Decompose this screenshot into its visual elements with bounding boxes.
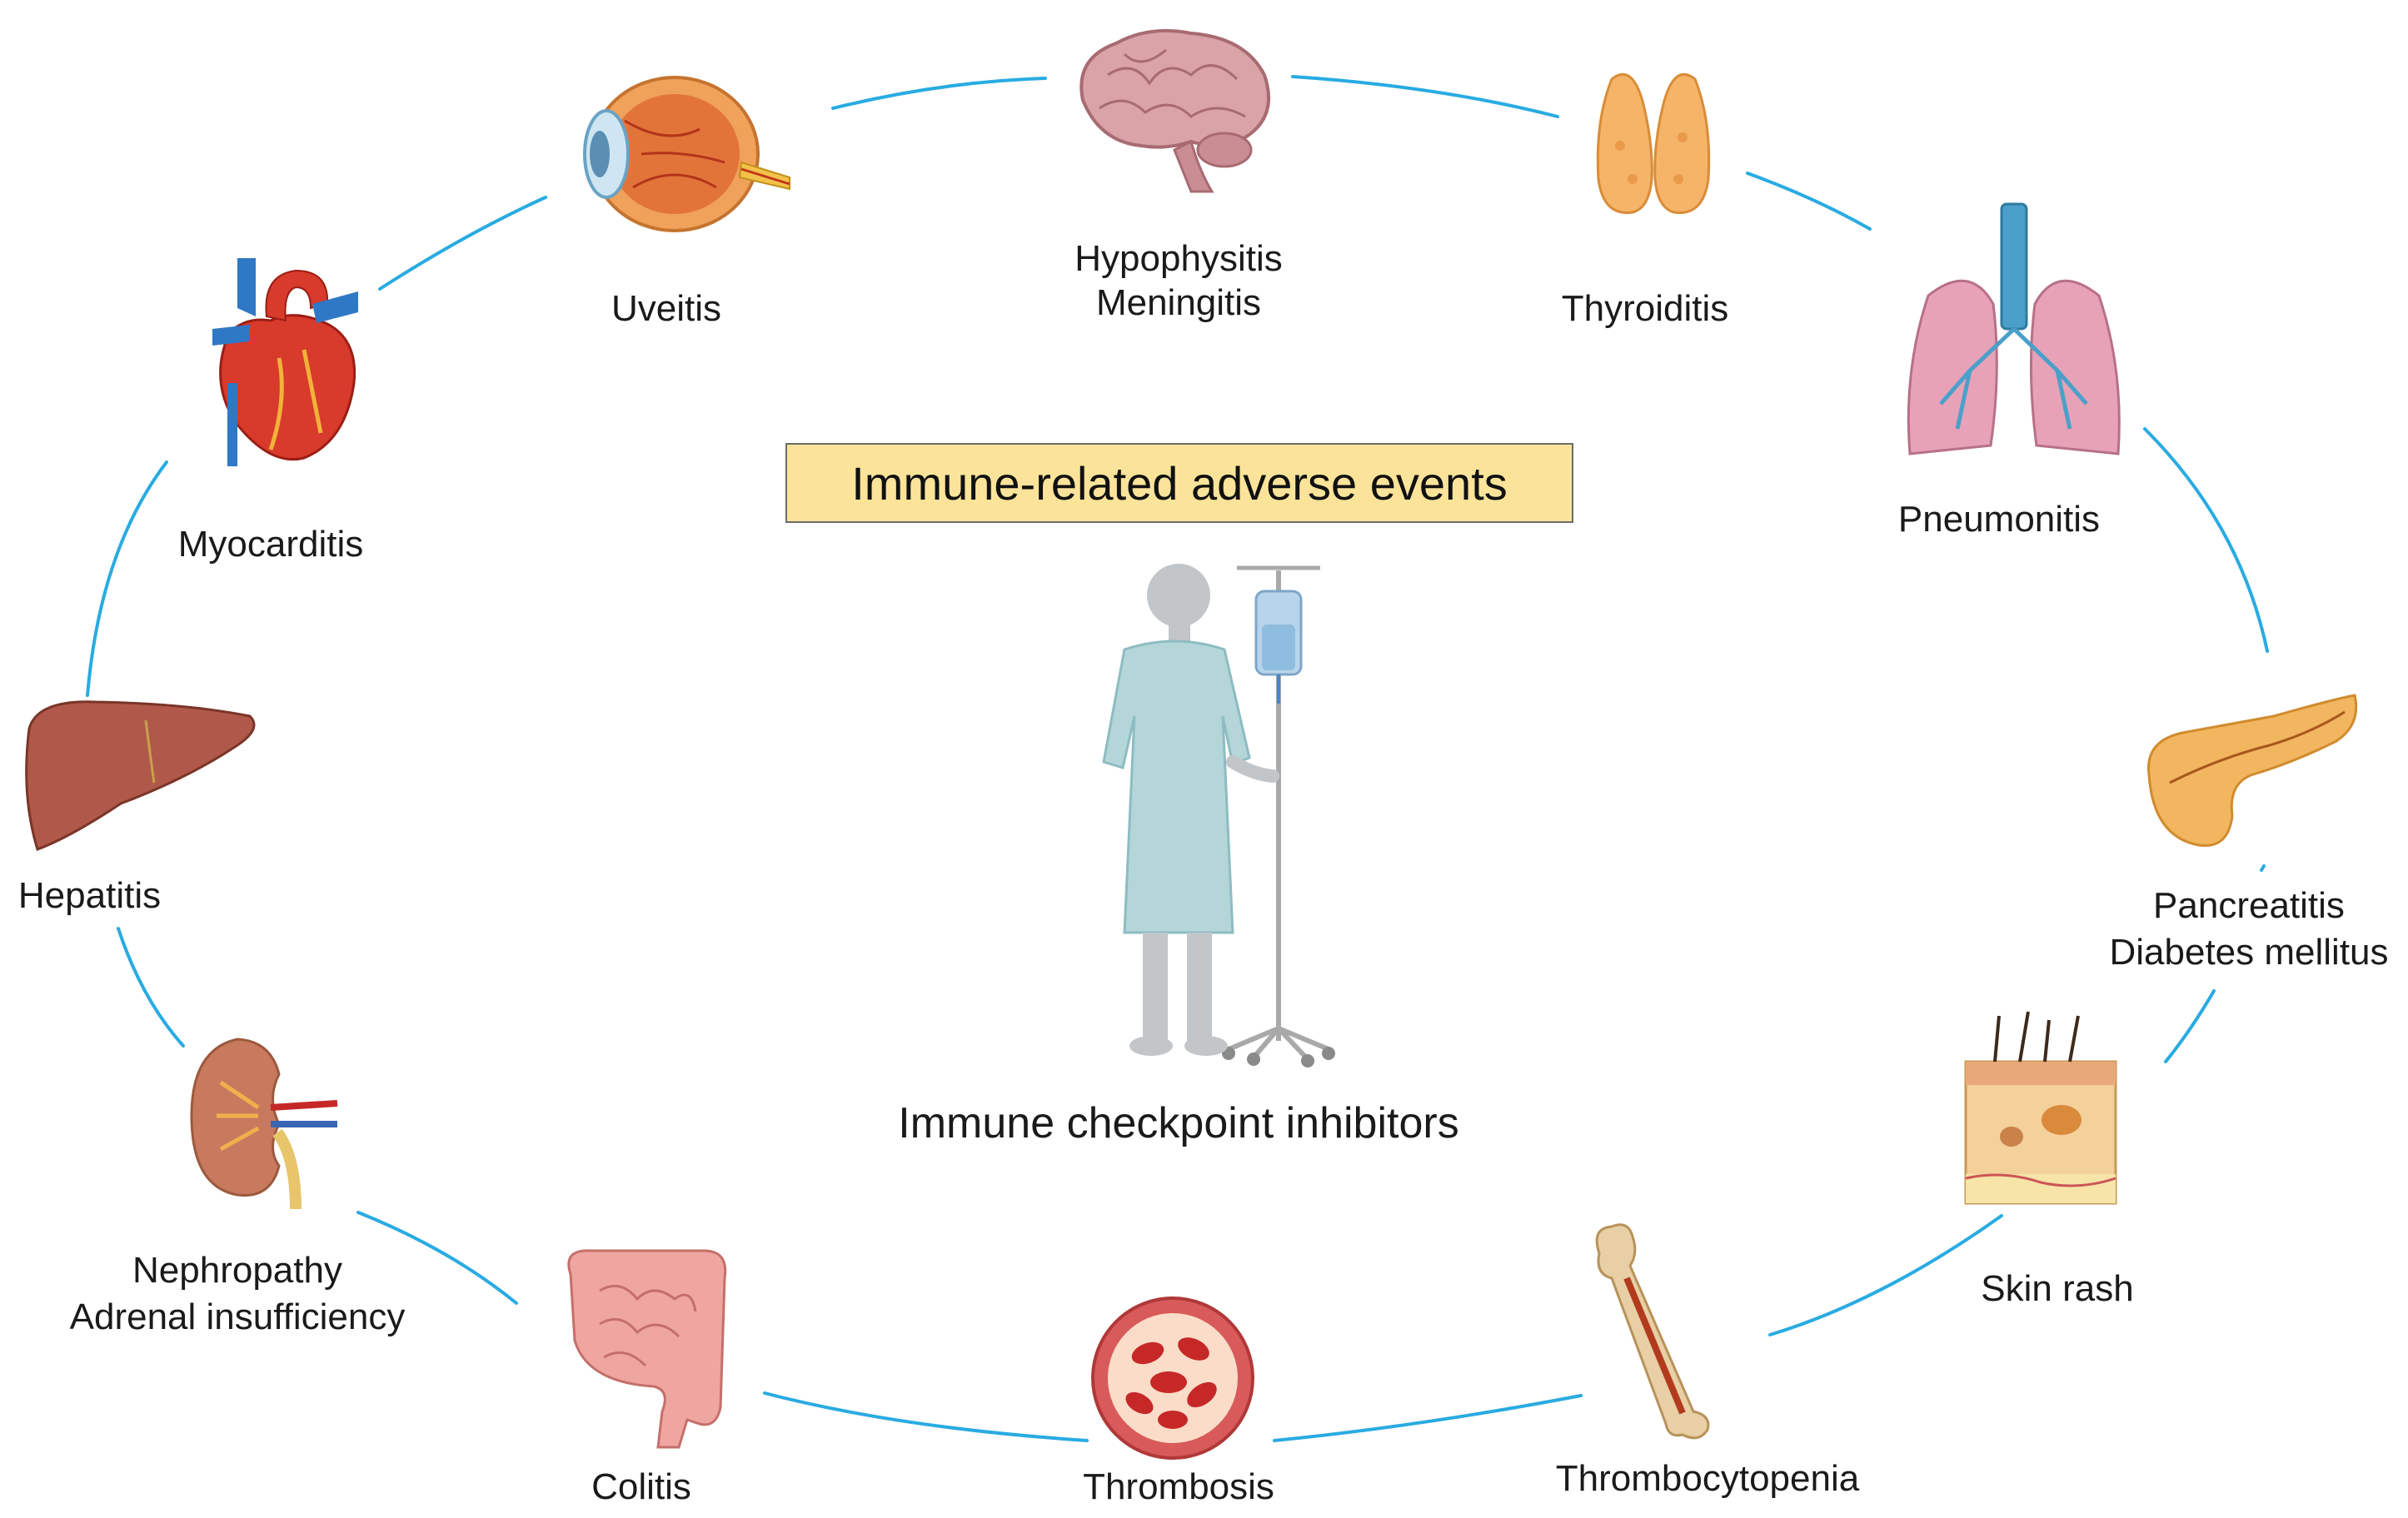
lungs-icon bbox=[1907, 202, 2121, 455]
label-colitis: Colitis bbox=[591, 1466, 691, 1507]
center-label: Immune checkpoint inhibitors bbox=[898, 1099, 1459, 1147]
arc-pancreatitis-skin bbox=[2260, 864, 2266, 872]
arc-hepatitis-myocarditis bbox=[86, 460, 168, 697]
arc-pancreatitis-skin-b bbox=[2164, 989, 2216, 1063]
label-pneumonitis: Pneumonitis bbox=[1897, 499, 2101, 540]
arc-myocarditis-uveitis bbox=[378, 196, 547, 291]
arc-nephropathy-hepatitis bbox=[117, 927, 185, 1048]
label-skin-rash: Skin rash bbox=[1981, 1268, 2134, 1309]
eye-icon bbox=[583, 76, 790, 232]
label-diabetes: Diabetes mellitus bbox=[2109, 932, 2389, 973]
arc-hypophysitis-thyroiditis bbox=[1291, 75, 1559, 118]
thyroid-icon bbox=[1596, 72, 1711, 214]
arc-uveitis-hypophysitis bbox=[831, 77, 1047, 110]
label-nephropathy: Nephropathy bbox=[132, 1250, 342, 1291]
label-uveitis: Uveitis bbox=[611, 288, 722, 329]
label-myocarditis: Myocarditis bbox=[177, 524, 364, 565]
label-hepatitis: Hepatitis bbox=[17, 875, 162, 916]
label-thrombosis: Thrombosis bbox=[1083, 1466, 1274, 1507]
arc-pneumonitis-pancreatitis bbox=[2143, 427, 2269, 653]
label-hypophysitis: Hypophysitis bbox=[1074, 238, 1283, 279]
patient-iv-icon bbox=[1102, 564, 1335, 1068]
arc-bone-thrombosis bbox=[1273, 1394, 1583, 1442]
skin-icon bbox=[1964, 1011, 2117, 1205]
label-thrombocytopenia: Thrombocytopenia bbox=[1555, 1458, 1860, 1499]
brain-icon bbox=[1079, 28, 1271, 193]
label-thyroiditis: Thyroiditis bbox=[1561, 288, 1729, 329]
label-meningitis: Meningitis bbox=[1095, 282, 1262, 323]
arc-thrombosis-colitis bbox=[763, 1391, 1089, 1442]
diagram-title: Immune-related adverse events bbox=[785, 443, 1573, 523]
label-pancreatitis: Pancreatitis bbox=[2153, 885, 2345, 926]
label-adrenal: Adrenal insufficiency bbox=[69, 1297, 406, 1337]
liver-icon bbox=[25, 700, 256, 851]
bone-icon bbox=[1595, 1223, 1710, 1440]
intestine-icon bbox=[567, 1249, 727, 1449]
pancreas-icon bbox=[2147, 694, 2358, 848]
blood-vessel-icon bbox=[1091, 1297, 1254, 1460]
arc-skin-bone bbox=[1768, 1214, 2003, 1336]
kidney-icon bbox=[190, 1038, 338, 1210]
arc-colitis-nephropathy bbox=[356, 1211, 518, 1305]
arc-thyroiditis-pneumonitis bbox=[1746, 172, 1872, 231]
heart-icon bbox=[212, 258, 358, 466]
